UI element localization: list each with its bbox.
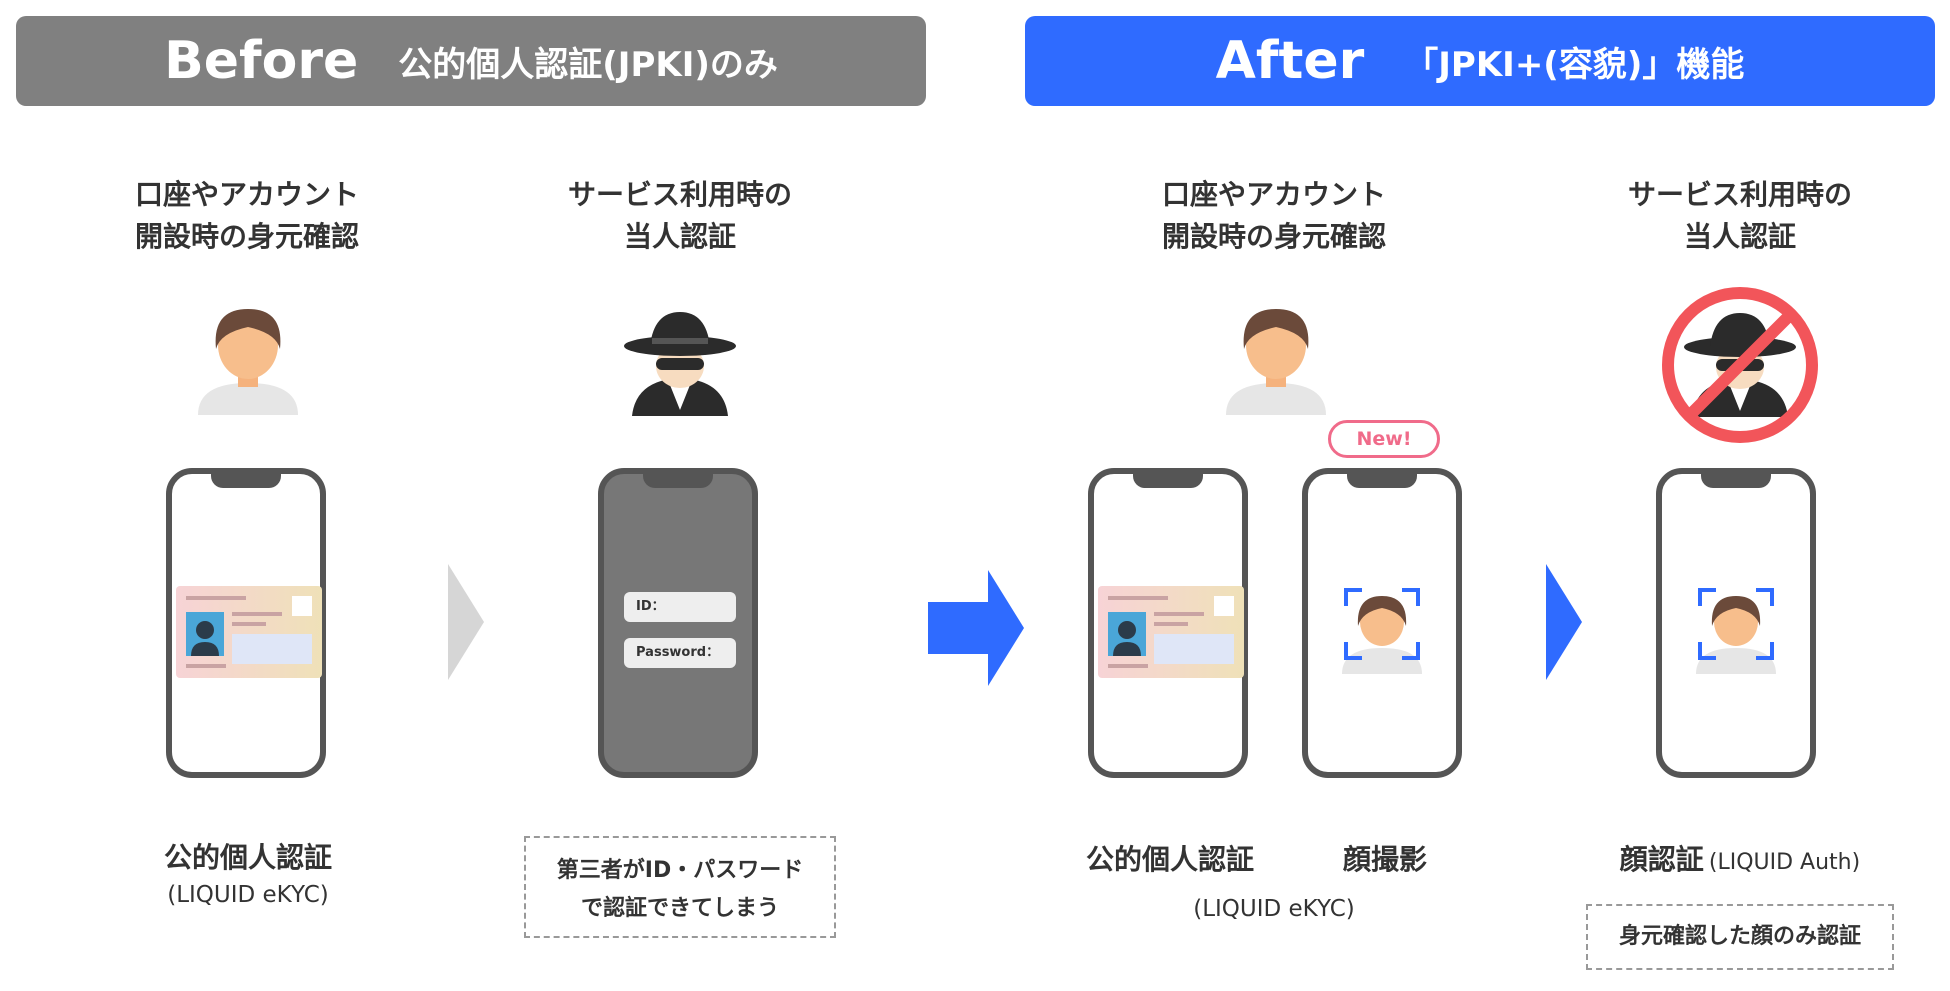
person-icon (198, 309, 298, 415)
face-scan-icon (1342, 588, 1422, 674)
phone-notch (211, 472, 281, 488)
phone-notch (643, 472, 713, 488)
after-step2-title: サービス利用時の 当人認証 (1627, 178, 1852, 253)
after-note: 身元確認した顔のみ認証 (1586, 904, 1894, 970)
before-subtitle: 公的個人認証(JPKI)のみ (398, 44, 778, 85)
arrow-right-icon (448, 564, 484, 680)
after-subtitle: 「JPKI+(容貌)」機能 (1404, 44, 1745, 85)
before-title: Before (164, 31, 359, 91)
id-input[interactable]: ID： (624, 592, 736, 622)
spy-icon (624, 312, 736, 416)
phone-before-login: ID： Password： (598, 468, 758, 778)
after-step2-label: 顔認証 (LIQUID Auth) (1560, 838, 1920, 878)
before-step1-label: 公的個人認証 (163, 841, 332, 874)
id-card-icon (176, 586, 322, 678)
phone-notch (1701, 472, 1771, 488)
password-input[interactable]: Password： (624, 638, 736, 668)
before-step1-sublabel: (LIQUID eKYC) (167, 882, 329, 908)
person-icon (1226, 309, 1326, 415)
before-warning-note: 第三者がID・パスワード で認証できてしまう (524, 836, 836, 938)
face-auth-label: 顔認証 (1619, 843, 1704, 876)
before-step1-title: 口座やアカウント 開設時の身元確認 (134, 178, 359, 253)
before-banner: Before 公的個人認証(JPKI)のみ (16, 16, 926, 106)
face-scan-icon (1696, 588, 1776, 674)
arrow-right-icon (928, 570, 1024, 686)
before-step2-title: サービス利用時の 当人認証 (567, 178, 792, 253)
after-banner: After 「JPKI+(容貌)」機能 (1025, 16, 1935, 106)
id-card-icon (1098, 586, 1244, 678)
after-step1-label-left: 公的個人認証 (1085, 843, 1254, 876)
prohibited-icon (1662, 287, 1818, 443)
after-step1-sublabel: (LIQUID eKYC) (1193, 896, 1355, 922)
new-badge: New! (1328, 420, 1440, 458)
phone-notch (1347, 472, 1417, 488)
face-auth-product: (LIQUID Auth) (1708, 850, 1861, 875)
phone-notch (1133, 472, 1203, 488)
phone-before-ekyc (166, 468, 326, 778)
after-step1-label-right: 顔撮影 (1342, 843, 1427, 876)
phone-after-ekyc (1088, 468, 1248, 778)
phone-after-face-capture (1302, 468, 1462, 778)
after-title: After (1215, 31, 1365, 91)
after-step1-title: 口座やアカウント 開設時の身元確認 (1161, 178, 1386, 253)
arrow-right-icon (1546, 564, 1582, 680)
phone-after-face-auth (1656, 468, 1816, 778)
